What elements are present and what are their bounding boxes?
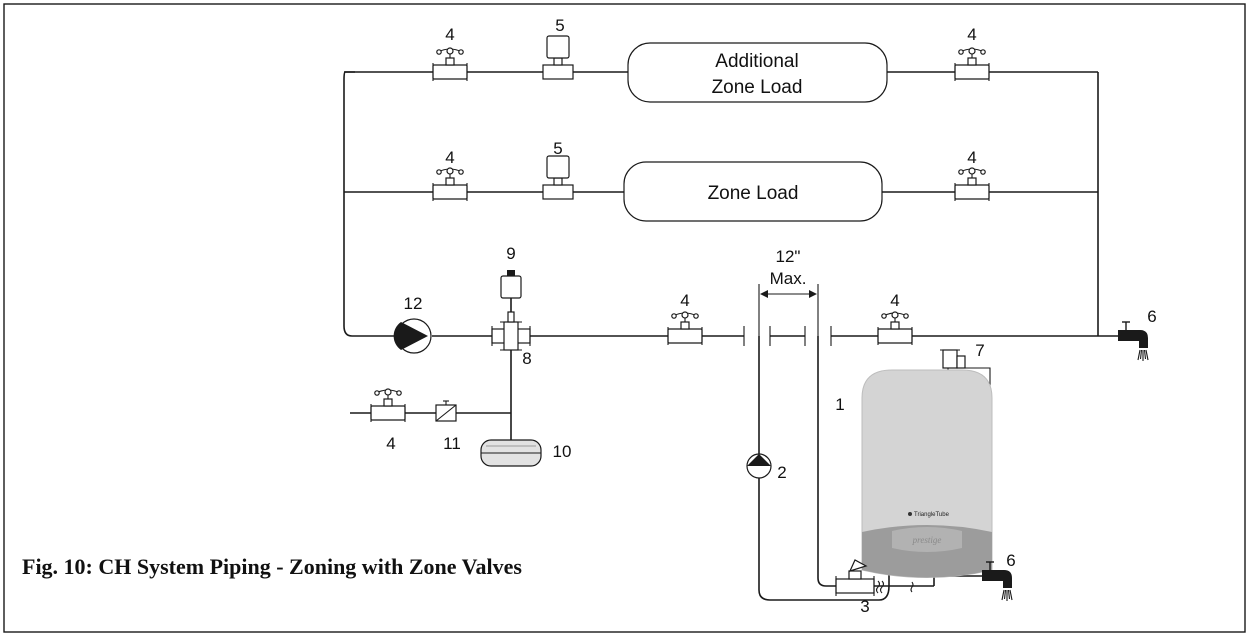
boiler-valve-icon <box>835 559 914 596</box>
dimension-value: 12" <box>776 247 801 266</box>
callout-7: 7 <box>975 341 984 360</box>
callout-1: 1 <box>835 395 844 414</box>
callout-9: 9 <box>506 244 515 263</box>
callout-6: 6 <box>1006 551 1015 570</box>
isolation-valve-icon <box>432 167 468 202</box>
piping-lines <box>343 71 1118 601</box>
callout-labels: 4 5 4 4 5 4 9 12" Max. 12 4 4 6 8 7 1 4 … <box>386 16 1156 616</box>
boiler-brand: TriangleTube <box>914 512 950 518</box>
callout-4: 4 <box>680 291 689 310</box>
zone-load-label: Zone Load <box>708 183 799 204</box>
expansion-tank-icon <box>480 439 542 467</box>
additional-zone-load: Additional Zone Load <box>627 42 888 103</box>
callout-5: 5 <box>553 139 562 158</box>
isolation-valve-icon <box>370 388 406 423</box>
boiler-pump-icon <box>746 453 772 479</box>
callout-4: 4 <box>386 434 395 453</box>
air-vent-icon <box>500 270 522 299</box>
callout-4: 4 <box>890 291 899 310</box>
additional-zone-label-2: Zone Load <box>712 77 803 98</box>
callout-4: 4 <box>445 25 454 44</box>
dimension-label: Max. <box>770 269 807 288</box>
isolation-valve-icon <box>877 311 913 346</box>
callout-4: 4 <box>967 25 976 44</box>
callout-4: 4 <box>967 148 976 167</box>
system-pump-icon <box>393 318 432 354</box>
isolation-valve-icon <box>954 47 990 82</box>
zone-load: Zone Load <box>623 161 883 222</box>
callout-4: 4 <box>445 148 454 167</box>
callout-8: 8 <box>522 349 531 368</box>
air-separator-icon <box>491 311 531 351</box>
isolation-valve-icon <box>954 167 990 202</box>
backflow-preventer-icon <box>435 400 457 422</box>
callout-5: 5 <box>555 16 564 35</box>
callout-2: 2 <box>777 463 786 482</box>
figure-frame <box>3 3 1246 633</box>
callout-12: 12 <box>404 294 423 313</box>
relief-valve-icon <box>940 349 966 369</box>
callout-11: 11 <box>443 434 461 453</box>
zone-valve-icon <box>542 35 574 80</box>
callout-3: 3 <box>860 597 869 616</box>
figure-caption: Fig. 10: CH System Piping - Zoning with … <box>22 554 522 579</box>
boiler-model: prestige <box>912 535 942 545</box>
callout-10: 10 <box>553 442 572 461</box>
drain-icon <box>1117 321 1149 362</box>
zone-valve-icon <box>542 155 574 200</box>
brand-logo-icon <box>908 512 912 516</box>
isolation-valve-icon <box>667 311 703 346</box>
callout-6: 6 <box>1147 307 1156 326</box>
boiler: TriangleTube prestige <box>861 369 993 578</box>
additional-zone-label-1: Additional <box>715 51 798 72</box>
isolation-valve-icon <box>432 47 468 82</box>
